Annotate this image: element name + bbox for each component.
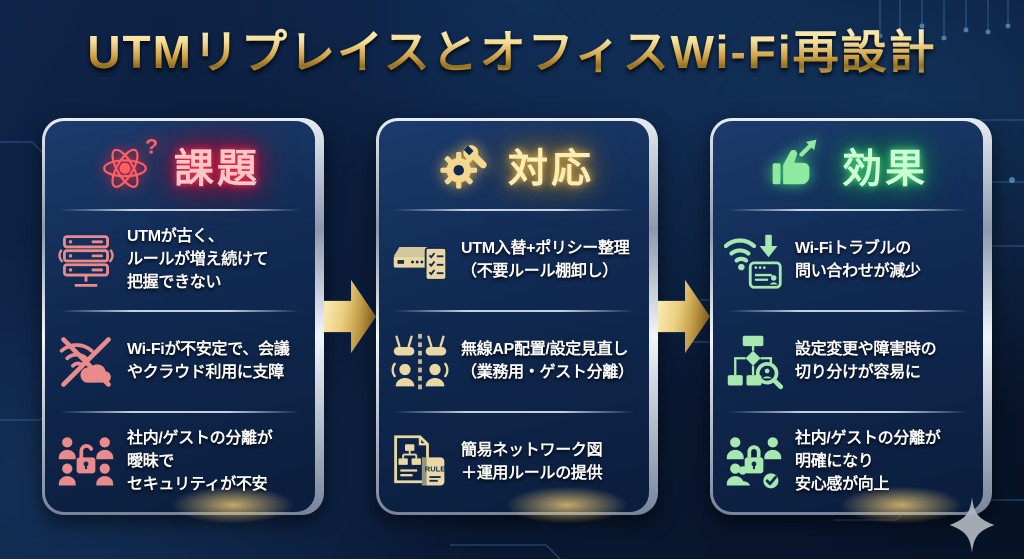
arrow-right-icon xyxy=(324,279,376,354)
item-text: Wi-Fiトラブルの 問い合わせが減少 xyxy=(795,239,921,280)
list-item: Wi-Fiトラブルの 問い合わせが減少 xyxy=(713,211,983,310)
divider xyxy=(728,209,968,211)
divider xyxy=(60,209,300,211)
divider xyxy=(728,310,968,312)
atom-question-icon: ? xyxy=(100,137,160,193)
panel-effects: 効果 xyxy=(710,118,992,531)
item-text: Wi-Fiが不安定で、会議 やクラウド利用に支障 xyxy=(127,340,290,381)
panel-effects-header: 効果 xyxy=(713,121,983,209)
divider xyxy=(728,411,968,413)
access-point-users-icon xyxy=(389,332,451,392)
wifi-support-decrease-icon xyxy=(723,231,785,291)
column-actions-label: 対応 xyxy=(508,147,594,191)
panel-actions-header: 対応 xyxy=(379,121,649,209)
list-item: UTMが古く、 ルールが増え続けて 把握できない xyxy=(45,211,315,310)
page-title: UTMリプレイスとオフィスWi-Fi再設計 xyxy=(0,16,1024,82)
utm-policy-checklist-icon xyxy=(389,231,451,291)
network-diagram-rulebook-icon: RULE xyxy=(389,433,451,493)
svg-text:?: ? xyxy=(145,137,158,158)
column-effects-label: 効果 xyxy=(842,147,928,191)
sparkle-icon xyxy=(949,497,995,553)
item-text: 設定変更や障害時の 切り分けが容易に xyxy=(795,340,937,381)
item-text: UTM入替+ポリシー整理 （不要ルール棚卸し） xyxy=(461,239,630,280)
item-text: UTMが古く、 ルールが増え続けて 把握できない xyxy=(127,228,269,291)
arrow-zone xyxy=(324,118,376,515)
divider xyxy=(60,411,300,413)
flowchart-magnifier-icon xyxy=(723,332,785,392)
unstable-wifi-cloud-icon xyxy=(55,332,117,392)
rule-book-label: RULE xyxy=(425,464,445,473)
thumbs-up-arrow-icon xyxy=(768,137,828,193)
legacy-utm-server-icon xyxy=(55,231,117,291)
divider xyxy=(394,310,634,312)
item-text: 社内/ゲストの分離が 明確になり 安心感が向上 xyxy=(795,430,941,493)
column-issues-label: 課題 xyxy=(174,147,260,191)
divider xyxy=(60,310,300,312)
list-item: 社内/ゲストの分離が 曖昧で セキュリティが不安 xyxy=(45,413,315,512)
item-text: 簡易ネットワーク図 ＋運用ルールの提供 xyxy=(461,441,603,482)
users-open-lock-icon xyxy=(55,433,117,493)
arrow-zone xyxy=(658,118,710,515)
wrench-gear-icon xyxy=(434,137,494,193)
list-item: 設定変更や障害時の 切り分けが容易に xyxy=(713,312,983,411)
list-item: 社内/ゲストの分離が 明確になり 安心感が向上 xyxy=(713,413,983,512)
item-text: 社内/ゲストの分離が 曖昧で セキュリティが不安 xyxy=(127,430,273,493)
item-text: 無線AP配置/設定見直し （業務用・ゲスト分離） xyxy=(461,340,634,381)
panel-issues-header: ? 課題 xyxy=(45,121,315,209)
list-item: UTM入替+ポリシー整理 （不要ルール棚卸し） xyxy=(379,211,649,310)
panel-actions: 対応 xyxy=(376,118,658,531)
divider xyxy=(394,209,634,211)
arrow-right-icon xyxy=(658,279,710,354)
users-lock-check-icon xyxy=(723,433,785,493)
list-item: 無線AP配置/設定見直し （業務用・ゲスト分離） xyxy=(379,312,649,411)
list-item: RULE 簡易ネットワーク図 ＋運用ルールの提供 xyxy=(379,413,649,512)
divider xyxy=(394,411,634,413)
panel-issues: ? 課題 xyxy=(42,118,324,531)
list-item: Wi-Fiが不安定で、会議 やクラウド利用に支障 xyxy=(45,312,315,411)
three-column-board: ? 課題 xyxy=(42,118,992,531)
